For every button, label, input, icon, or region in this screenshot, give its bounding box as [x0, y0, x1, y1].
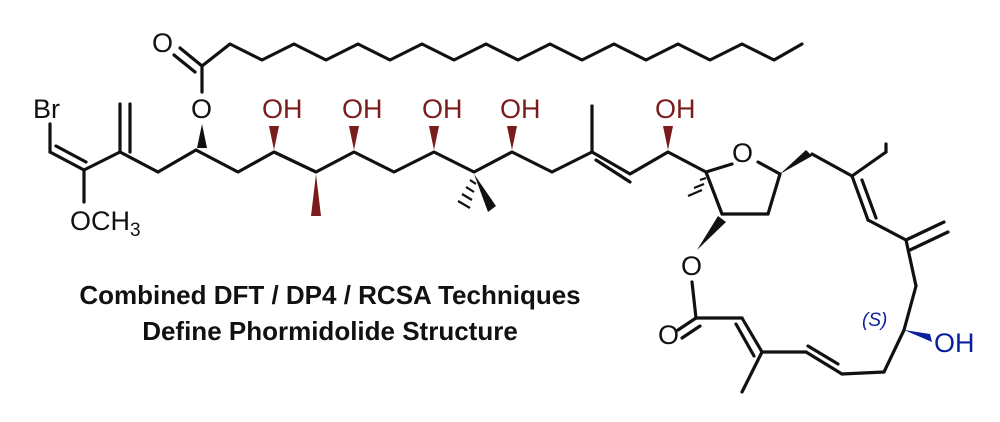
lactone-carbonyl-oxygen-label: O — [658, 320, 679, 350]
polyketide-backbone — [194, 104, 708, 184]
gem-dimethyl-center — [457, 174, 496, 212]
s-stereo-label: (S) — [862, 310, 887, 331]
tetrahydrofuran-ring: O — [687, 138, 812, 216]
hydroxyl-label-1: OH — [262, 94, 303, 124]
ester-carbonyl-oxygen-label: O — [152, 28, 173, 58]
methoxy-label: OCH3 — [70, 206, 141, 241]
ester-wedge-bond — [197, 124, 207, 148]
caption-line-2: Define Phormidolide Structure — [142, 316, 518, 346]
methyl-wedge-2 — [474, 174, 496, 212]
caption: Combined DFT / DP4 / RCSA Techniques Def… — [79, 280, 580, 346]
hydroxyl-label-4: OH — [500, 94, 541, 124]
hydroxyl-wedge-blue — [904, 330, 932, 342]
hydroxyl-label-2: OH — [342, 94, 383, 124]
red-stereo-segment: OH OH OH OH OH — [262, 94, 696, 216]
hydroxyl-label-5: OH — [655, 94, 696, 124]
caption-line-1: Combined DFT / DP4 / RCSA Techniques — [79, 280, 580, 310]
lactone-oxygen-label: O — [681, 251, 702, 281]
fatty-acyl-chain: O O — [152, 28, 804, 148]
bromine-label: Br — [33, 94, 60, 124]
ring-oxygen-label: O — [732, 138, 753, 168]
ester-oxygen-label: O — [191, 94, 212, 124]
bromo-diene-head: Br OCH3 — [33, 94, 198, 241]
methyl-wedge-1 — [311, 174, 321, 216]
hydroxyl-label-3: OH — [422, 94, 463, 124]
hydroxyl-label-blue: OH — [934, 328, 975, 358]
macrolactone-ring: OH (S) O O — [658, 142, 975, 394]
